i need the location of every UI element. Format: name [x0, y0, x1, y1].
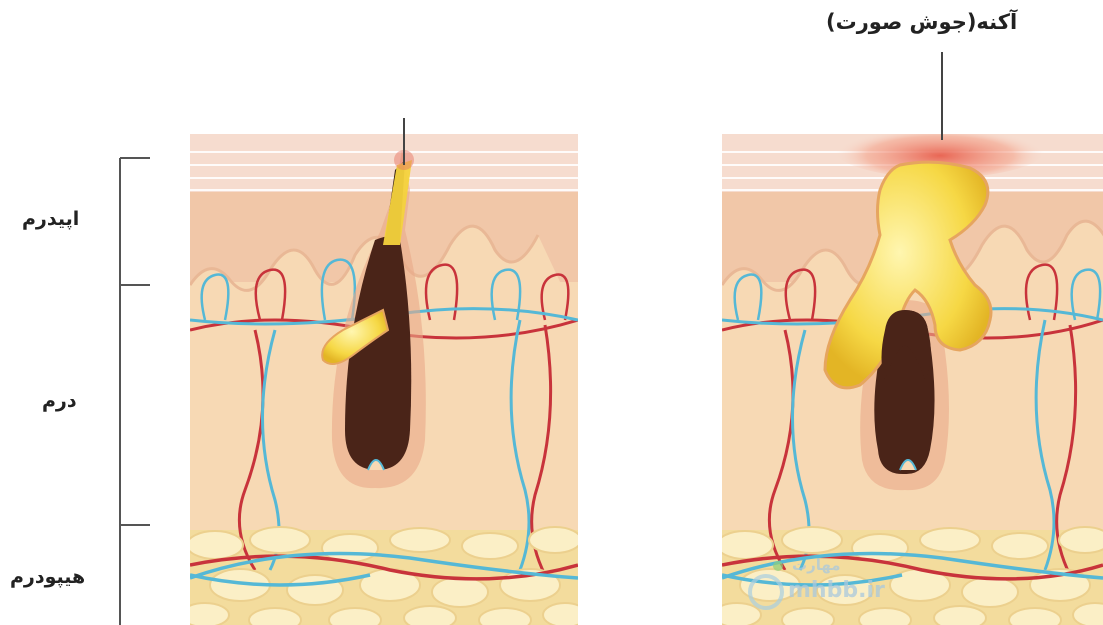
label-hypodermis: هیپودرم — [10, 566, 85, 588]
acne-skin-panel — [713, 122, 1103, 625]
normal-skin-panel — [181, 134, 587, 625]
label-dermis: درم — [42, 390, 77, 412]
watermark-text: mhbb.ir — [788, 578, 885, 603]
layer-bracket — [120, 158, 150, 625]
acne-callout-label: آکنه(جوش صورت) — [826, 10, 1017, 34]
watermark-brand: مهارت — [792, 556, 841, 574]
label-epidermis: اپیدرم — [22, 208, 79, 230]
